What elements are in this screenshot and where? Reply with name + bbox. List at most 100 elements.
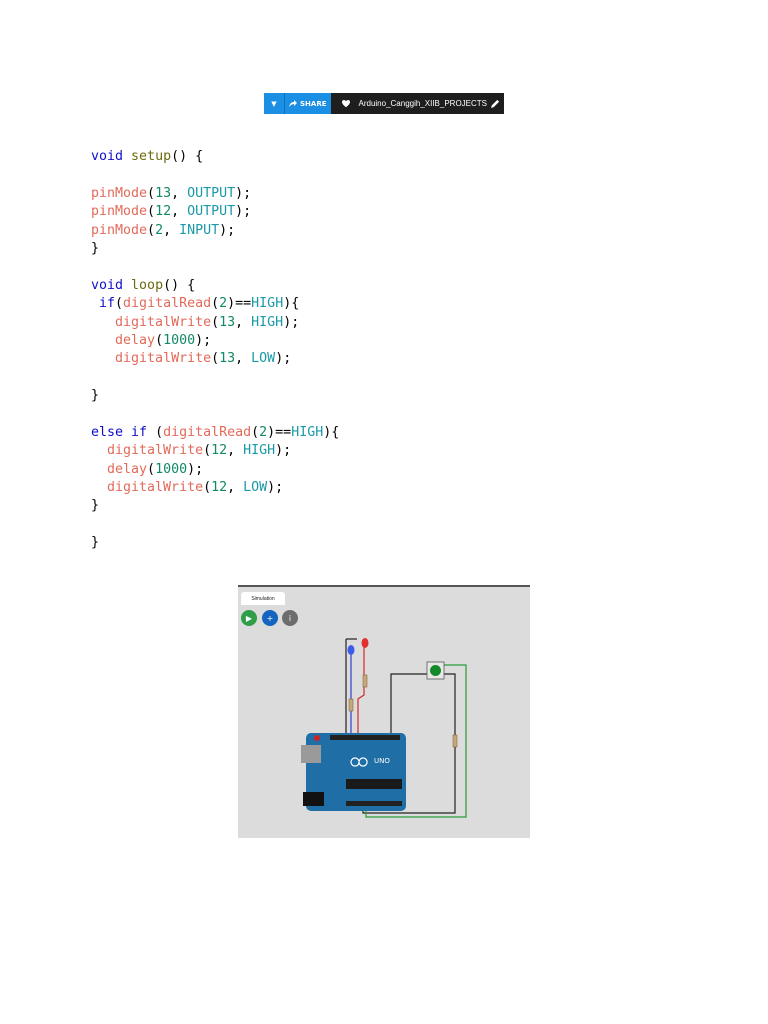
code-token <box>91 480 107 495</box>
code-token: )== <box>267 424 292 440</box>
code-token: ( <box>147 185 156 201</box>
resistor <box>348 698 354 712</box>
code-token: , <box>163 222 180 238</box>
code-token: LOW <box>251 351 276 367</box>
code-token: HIGH <box>291 424 324 440</box>
code-token: } <box>91 240 100 256</box>
code-token: pinMode <box>91 222 148 238</box>
code-token: digitalWrite <box>115 351 212 367</box>
code-token: 1000 <box>155 461 188 477</box>
code-token: else <box>91 424 124 440</box>
code-token: digitalRead <box>163 424 252 440</box>
reset-button <box>314 735 320 741</box>
code-token: delay <box>115 332 156 348</box>
code-token: delay <box>107 461 148 477</box>
code-token: 13 <box>219 314 236 330</box>
code-line: } <box>91 240 339 258</box>
project-title[interactable]: Arduino_Canggih_XIIB_PROJECTS <box>359 99 501 108</box>
code-line: pinMode(2, INPUT); <box>91 222 339 240</box>
code-token: ); <box>195 332 212 348</box>
project-name: Arduino_Canggih_XIIB_PROJECTS <box>358 99 488 108</box>
code-token: 13 <box>219 351 236 367</box>
pencil-icon <box>491 99 500 108</box>
code-token: setup <box>131 149 172 164</box>
code-line <box>91 405 339 423</box>
code-token: pinMode <box>91 185 148 201</box>
code-token: HIGH <box>251 314 284 330</box>
code-line: void loop() { <box>91 277 339 295</box>
code-token: ( <box>147 222 156 238</box>
code-token: HIGH <box>251 296 284 312</box>
code-token: ( <box>147 424 164 440</box>
code-token: , <box>171 204 188 220</box>
code-token: LOW <box>243 480 268 496</box>
code-token: 2 <box>155 222 164 238</box>
add-button[interactable]: + <box>262 610 278 626</box>
info-icon: i <box>288 613 292 623</box>
power-jack <box>303 792 324 806</box>
code-token: ){ <box>323 424 340 440</box>
code-token: 13 <box>155 185 172 201</box>
code-token: 2 <box>219 296 228 312</box>
code-line: } <box>91 497 339 515</box>
header-bottom <box>346 801 402 806</box>
code-token: ( <box>155 332 164 348</box>
code-token: () { <box>163 277 196 293</box>
code-line: delay(1000); <box>91 332 339 350</box>
code-token: void <box>91 277 124 293</box>
code-token: digitalWrite <box>107 480 204 496</box>
code-token: } <box>91 498 100 514</box>
code-line <box>91 258 339 276</box>
arduino-board <box>306 733 406 811</box>
code-token <box>123 278 131 293</box>
code-token: ( <box>203 480 212 496</box>
code-token: )== <box>227 296 252 312</box>
code-token: , <box>171 185 188 201</box>
code-token: ); <box>267 480 284 496</box>
code-token: 1000 <box>163 332 196 348</box>
code-token: ( <box>203 443 212 459</box>
code-listing: void setup() {pinMode(13, OUTPUT);pinMod… <box>91 148 339 553</box>
plus-icon: + <box>266 613 274 623</box>
code-token: , <box>227 443 244 459</box>
code-line: void setup() { <box>91 148 339 166</box>
code-token <box>91 315 115 330</box>
simulation-tab[interactable]: Simulation <box>241 592 285 605</box>
code-token <box>91 351 115 366</box>
code-token: pinMode <box>91 204 148 220</box>
code-token: ); <box>275 351 292 367</box>
play-button[interactable]: ▶ <box>241 610 257 626</box>
code-token <box>91 462 107 477</box>
code-line: delay(1000); <box>91 461 339 479</box>
code-token: HIGH <box>243 443 276 459</box>
code-line: } <box>91 534 339 552</box>
like-button[interactable] <box>337 99 355 108</box>
share-button[interactable]: SHARE <box>285 93 331 114</box>
code-token: if <box>131 424 148 440</box>
resistor <box>452 734 458 748</box>
code-token: OUTPUT <box>187 204 236 220</box>
code-token: ); <box>275 443 292 459</box>
code-line: pinMode(12, OUTPUT); <box>91 203 339 221</box>
code-line: } <box>91 387 339 405</box>
code-token <box>91 296 99 311</box>
code-token <box>123 425 131 440</box>
info-button[interactable]: i <box>282 610 298 626</box>
code-token: , <box>235 314 252 330</box>
code-token: ); <box>235 204 252 220</box>
code-token <box>91 333 115 348</box>
code-token: ( <box>147 461 156 477</box>
code-token: ); <box>283 314 300 330</box>
share-label: SHARE <box>300 99 327 108</box>
code-token: ( <box>251 424 260 440</box>
arduino-logo-icon <box>350 757 368 767</box>
code-token: 12 <box>211 443 228 459</box>
code-line: digitalWrite(12, HIGH); <box>91 442 339 460</box>
code-line: digitalWrite(13, LOW); <box>91 350 339 368</box>
code-token: 12 <box>155 204 172 220</box>
blue-led <box>347 645 355 655</box>
code-token: , <box>235 351 252 367</box>
dropdown-button[interactable]: ▼ <box>264 93 285 114</box>
red-wire <box>357 645 365 737</box>
code-token: ( <box>115 296 124 312</box>
